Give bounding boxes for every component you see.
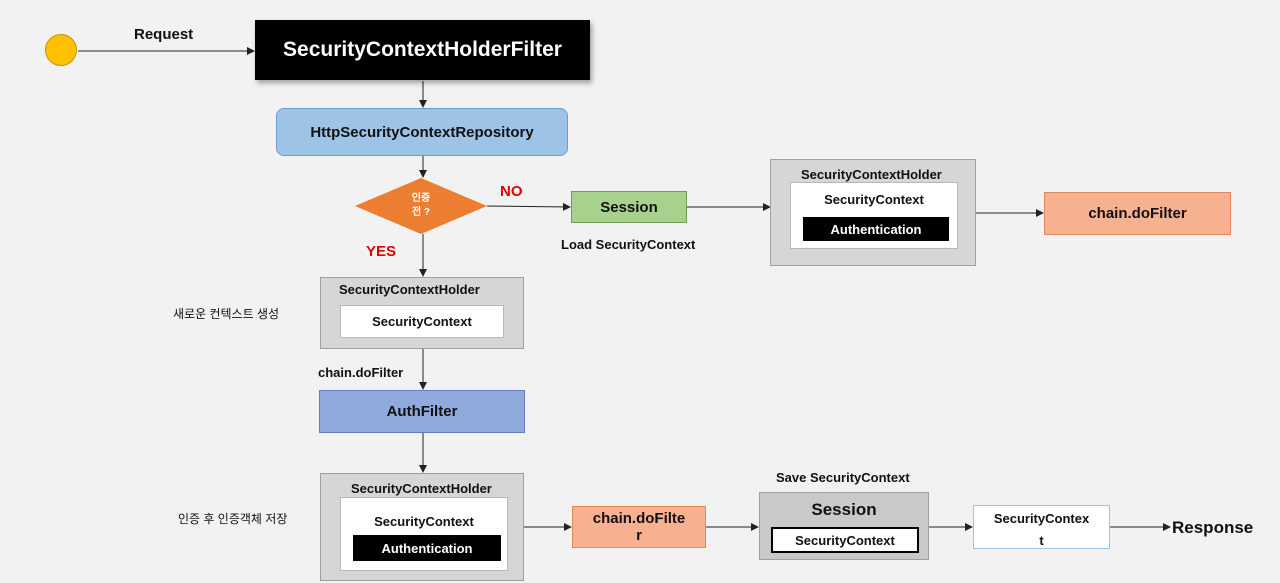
- decision-text: 인증 전 ?: [386, 190, 456, 222]
- auth-filter: AuthFilter: [319, 390, 525, 433]
- security-context-box: SecurityContex t: [973, 505, 1110, 549]
- holder-right-context: SecurityContext: [824, 191, 924, 207]
- session-save-title: Session: [811, 500, 877, 519]
- holder-after-auth: Authentication: [353, 535, 501, 561]
- session-save-box: Session SecurityContext: [759, 492, 929, 560]
- holder-right-auth: Authentication: [803, 217, 949, 241]
- security-context-holder-filter: SecurityContextHolderFilter: [255, 20, 590, 80]
- security-context-holder-new: SecurityContextHolder SecurityContext: [320, 277, 524, 349]
- no-arrow: [486, 202, 571, 211]
- chain-dofilter-label: chain.doFilter: [318, 365, 404, 380]
- http-security-context-repository: HttpSecurityContextRepository: [276, 108, 568, 156]
- session-load-box: Session: [571, 191, 687, 223]
- yes-label: YES: [366, 243, 397, 260]
- decision-line2: 전 ?: [411, 207, 431, 218]
- dofilter-bottom-line1: chain.doFilte: [592, 510, 686, 527]
- new-context-caption: 새로운 컨텍스트 생성: [173, 307, 280, 321]
- holder-right-title: SecurityContextHolder: [801, 167, 942, 182]
- chain-dofilter-bottom: chain.doFilte r: [572, 506, 706, 548]
- load-security-context-caption: Load SecurityContext: [561, 237, 696, 252]
- dofilter-bottom-line2: r: [636, 527, 642, 544]
- decision-diamond: [355, 178, 487, 234]
- session-save-context: SecurityContext: [771, 527, 919, 553]
- after-auth-caption: 인증 후 인증객체 저장: [178, 512, 288, 526]
- holder-new-context: SecurityContext: [340, 305, 504, 338]
- holder-after-title: SecurityContextHolder: [351, 481, 492, 496]
- holder-after-inner: SecurityContext Authentication: [340, 497, 508, 571]
- start-circle: [45, 34, 77, 66]
- holder-after-context: SecurityContext: [374, 513, 474, 529]
- no-label: NO: [500, 183, 523, 200]
- save-security-context-caption: Save SecurityContext: [776, 470, 910, 485]
- security-context-holder-right: SecurityContextHolder SecurityContext Au…: [770, 159, 976, 266]
- chain-dofilter-right: chain.doFilter: [1044, 192, 1231, 235]
- security-context-holder-after: SecurityContextHolder SecurityContext Au…: [320, 473, 524, 581]
- request-label: Request: [134, 26, 194, 43]
- holder-new-title: SecurityContextHolder: [339, 282, 480, 297]
- context-box-line1: SecurityContex: [993, 510, 1090, 526]
- decision-line1: 인증: [411, 193, 431, 204]
- response-label: Response: [1172, 518, 1254, 537]
- context-box-line2: t: [1039, 532, 1044, 548]
- holder-right-inner: SecurityContext Authentication: [790, 182, 958, 249]
